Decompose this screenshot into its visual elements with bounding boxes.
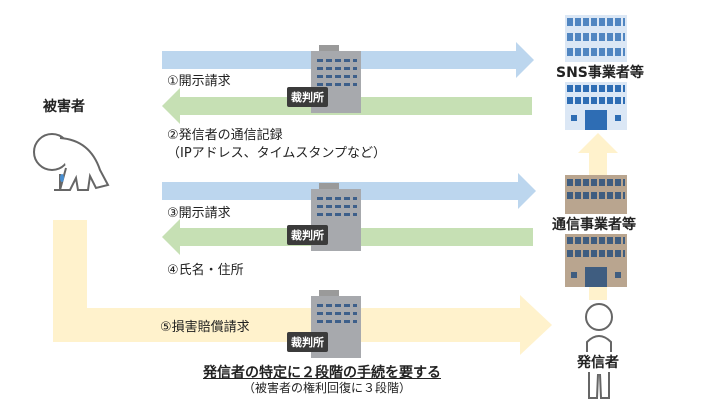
poster-up-arrowhead bbox=[578, 133, 618, 153]
court-building-3: 裁判所 bbox=[287, 290, 365, 360]
victim-kneeling-icon bbox=[33, 133, 110, 191]
step-3-label: ③開示請求 bbox=[167, 206, 231, 221]
court-building-1: 裁判所 bbox=[287, 45, 365, 115]
step-1-label: ①開示請求 bbox=[167, 74, 231, 89]
arrow-2-head bbox=[162, 88, 180, 124]
victim-label: 被害者 bbox=[43, 99, 85, 115]
step-2-label: ②発信者の通信記録 bbox=[167, 128, 283, 143]
claim-arrowhead bbox=[520, 295, 552, 355]
court-sign-3: 裁判所 bbox=[287, 332, 328, 352]
arrow-3-head bbox=[518, 173, 536, 209]
claim-path-vertical bbox=[53, 220, 87, 312]
step-4-label: ④氏名・住所 bbox=[167, 263, 244, 278]
telecom-provider-label: 通信事業者等 bbox=[550, 214, 638, 234]
step-2-note: （IPアドレス、タイムスタンプなど） bbox=[167, 146, 387, 161]
summary-sub: （被害者の権利回復に３段階） bbox=[243, 381, 412, 395]
arrow-4-head bbox=[162, 219, 180, 255]
court-building-2: 裁判所 bbox=[287, 183, 365, 253]
poster-label: 発信者 bbox=[577, 352, 619, 372]
step-5-label: ⑤損害賠償請求 bbox=[160, 320, 250, 335]
poster-person-icon bbox=[585, 303, 613, 399]
court-sign-2: 裁判所 bbox=[287, 225, 328, 245]
summary-main: 発信者の特定に２段階の手続を要する bbox=[203, 365, 441, 381]
court-sign-1: 裁判所 bbox=[287, 87, 328, 107]
sns-provider-label: SNS事業者等 bbox=[554, 62, 646, 82]
claim-path-horizontal bbox=[53, 308, 520, 342]
arrow-1-head bbox=[516, 42, 534, 78]
